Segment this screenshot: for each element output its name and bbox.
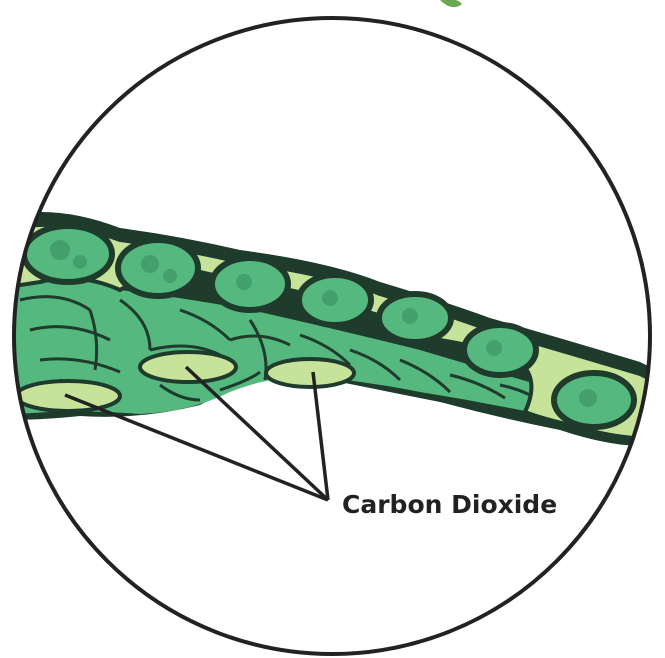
pointer-line — [65, 395, 328, 500]
carbon-dioxide-label: Carbon Dioxide — [342, 490, 557, 519]
leaf-fragment-icon — [440, 0, 462, 7]
pointer-line — [313, 372, 328, 500]
air-space — [266, 359, 354, 387]
